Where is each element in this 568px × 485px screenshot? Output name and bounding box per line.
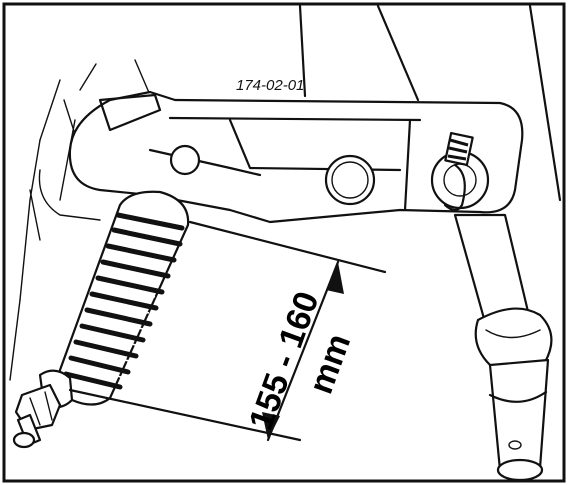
arrow-up-icon	[326, 262, 344, 294]
adjusting-bolt-icon	[12, 369, 74, 449]
retaining-clip-icon	[430, 131, 490, 212]
dimension-lines	[68, 220, 387, 442]
lever-arm-icon	[29, 90, 524, 241]
pivot-pin-icon	[169, 144, 376, 206]
reference-code: 174-02-01	[236, 77, 304, 94]
shaft-icon	[453, 213, 553, 482]
coil-spring-icon	[57, 190, 190, 406]
arrow-down-icon	[262, 412, 280, 440]
